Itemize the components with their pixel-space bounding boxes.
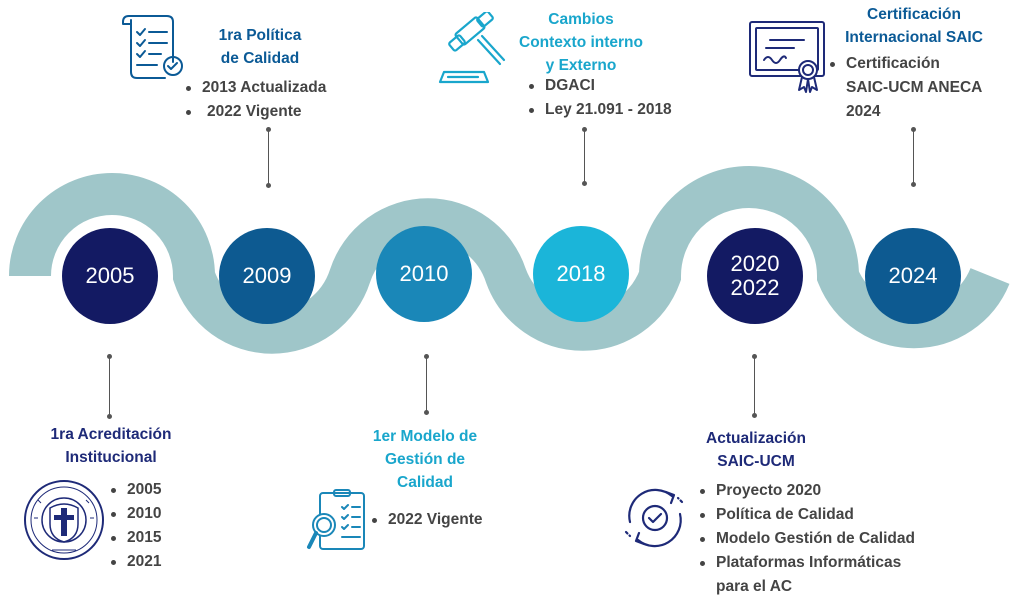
milestone-2020-2022: 2020 2022: [707, 228, 803, 324]
milestone-year: 2018: [556, 261, 606, 286]
bullet-item: 2005: [109, 478, 161, 502]
milestone-year-line: 2020: [730, 251, 780, 276]
bullet-item: Plataformas Informáticas: [698, 551, 915, 575]
connector-modelo: [424, 354, 429, 415]
connector-actualizacion: [752, 354, 757, 418]
milestone-2010: 2010: [376, 226, 472, 322]
milestone-year-line: 2022: [730, 275, 780, 300]
bullet-item: SAIC-UCM ANECA: [846, 79, 983, 96]
title-line: 1ra Acreditación: [50, 426, 172, 443]
title-line: Certificación: [867, 6, 961, 23]
milestone-year: 2024: [888, 263, 938, 288]
bullet-item: 2021: [109, 550, 161, 574]
refresh-check-icon: [624, 488, 684, 548]
magnifier-checklist-icon: [307, 489, 365, 550]
bullet-item: 2013 Actualizada: [184, 76, 326, 100]
bullet-item: 2010: [109, 502, 161, 526]
title-line: Cambios: [548, 11, 614, 28]
bullet-item: para el AC: [716, 578, 793, 595]
modelo-title: 1er Modelo de Gestión de Calidad: [350, 425, 500, 494]
title-line: SAIC-UCM: [717, 453, 795, 470]
cambios-bullets: DGACI Ley 21.091 - 2018: [527, 74, 672, 122]
milestone-2024: 2024: [865, 228, 961, 324]
certificate-icon: [749, 21, 825, 93]
connector-acreditacion: [107, 354, 112, 419]
modelo-bullets: 2022 Vigente: [370, 508, 483, 532]
acreditacion-bullets: 2005 2010 2015 2021: [109, 478, 161, 574]
bullet-item: 2024: [846, 103, 881, 120]
bullet-item: Política de Calidad: [698, 503, 915, 527]
acreditacion-title: 1ra Acreditación Institucional: [30, 423, 192, 469]
milestone-year: 2009: [242, 263, 292, 288]
bullet-item: DGACI: [527, 74, 672, 98]
bullet-item: 2022 Vigente: [184, 100, 326, 124]
title-line: de Calidad: [220, 50, 300, 67]
cambios-title: Cambios Contexto interno y Externo: [500, 8, 662, 77]
bullet-item: Ley 21.091 - 2018: [527, 98, 672, 122]
connector-cambios: [582, 127, 587, 186]
university-seal-icon: [24, 480, 104, 560]
title-line: y Externo: [545, 57, 617, 74]
connector-certificacion: [911, 127, 916, 187]
title-line: Internacional SAIC: [845, 29, 983, 46]
title-line: Gestión de: [384, 451, 466, 468]
title-line: 1ra Política: [218, 27, 302, 44]
timeline-band: [9, 166, 1010, 354]
title-line: Calidad: [397, 474, 453, 491]
milestone-2009: 2009: [219, 228, 315, 324]
bullet-item: 2015: [109, 526, 161, 550]
politica-title: 1ra Política de Calidad: [190, 24, 330, 70]
title-line: 1er Modelo de: [372, 428, 478, 445]
bullet-item: 2022 Vigente: [370, 508, 483, 532]
certificacion-bullets: Certificación SAIC-UCM ANECA 2024: [828, 52, 982, 124]
checklist-icon: [122, 15, 183, 79]
actualizacion-title: Actualización SAIC-UCM: [686, 427, 826, 473]
milestone-2018: 2018: [533, 226, 629, 322]
bullet-item: Modelo Gestión de Calidad: [698, 527, 915, 551]
title-line: Actualización: [706, 430, 806, 447]
title-line: Institucional: [65, 449, 157, 466]
connector-politica: [266, 127, 271, 188]
milestone-2005: 2005: [62, 228, 158, 324]
milestone-year: 2010: [399, 261, 449, 286]
actualizacion-bullets: Proyecto 2020 Política de Calidad Modelo…: [698, 479, 915, 599]
bullet-item: Proyecto 2020: [698, 479, 915, 503]
milestone-year: 2005: [85, 263, 135, 288]
politica-bullets: 2013 Actualizada 2022 Vigente: [184, 76, 326, 124]
bullet-item: Certificación: [828, 52, 982, 76]
gavel-icon: [438, 12, 506, 84]
certificacion-title: Certificación Internacional SAIC: [828, 3, 1000, 49]
title-line: Contexto interno: [519, 34, 643, 51]
